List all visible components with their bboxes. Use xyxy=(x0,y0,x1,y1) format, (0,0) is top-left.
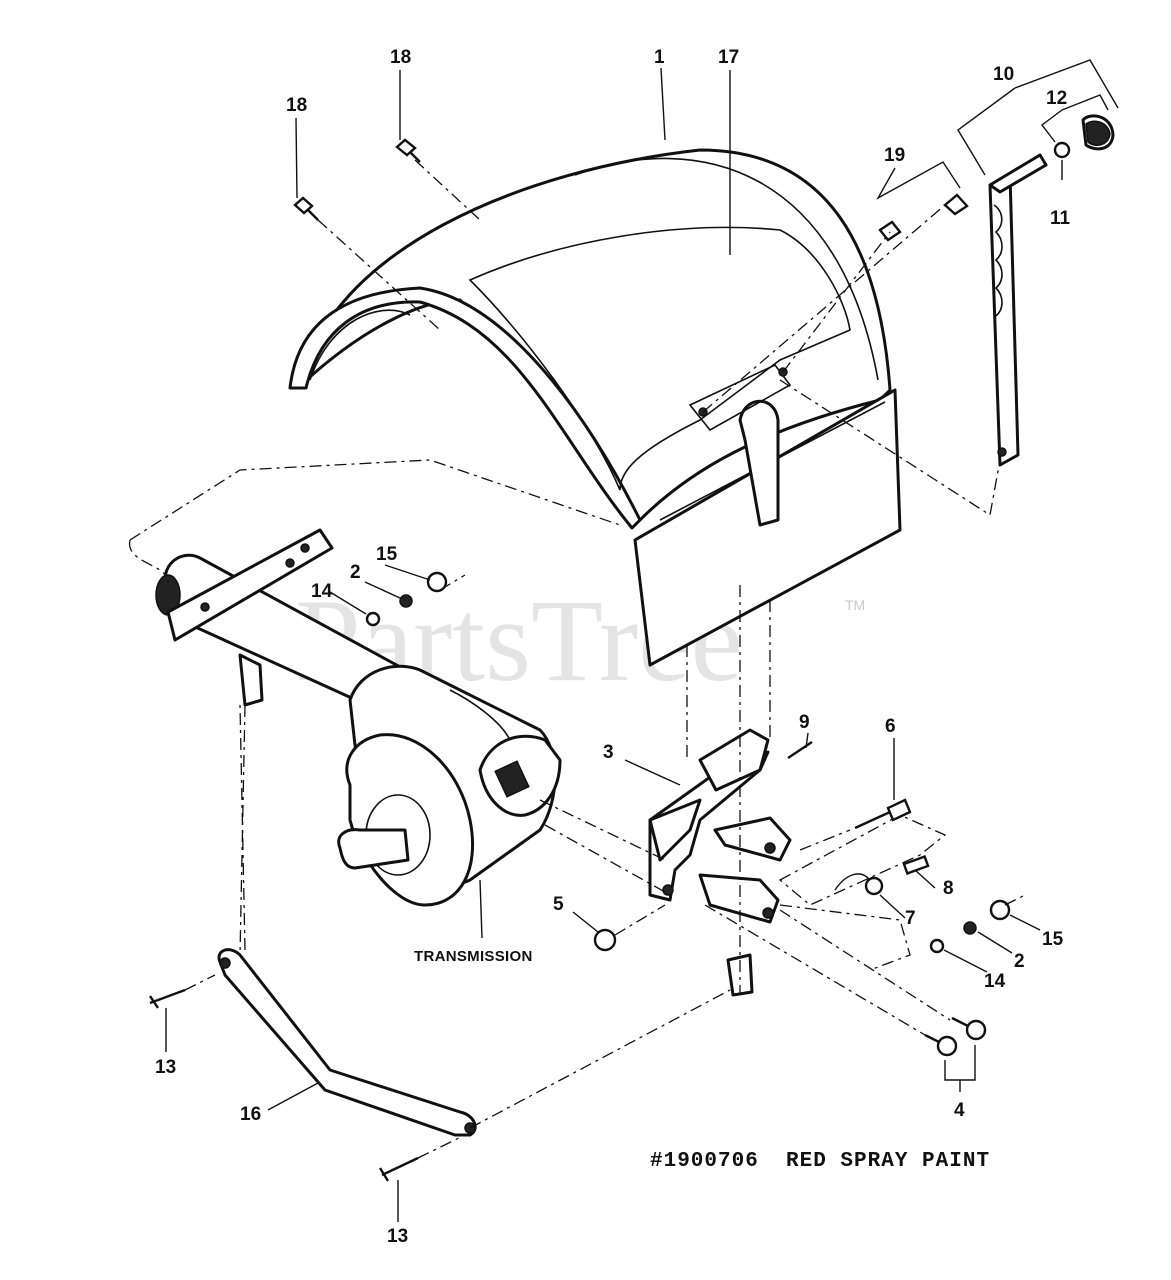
callout-6: 6 xyxy=(885,716,896,737)
callout-numbers: 1 17 18 18 19 10 12 11 15 2 14 3 9 6 5 7… xyxy=(155,47,1071,1247)
callout-19: 19 xyxy=(884,145,905,166)
callout-15-right: 15 xyxy=(1042,929,1064,950)
callout-16: 16 xyxy=(240,1104,261,1125)
callout-11: 11 xyxy=(1050,208,1071,229)
callout-18-left: 18 xyxy=(286,95,307,116)
hitch-bracket xyxy=(648,728,947,971)
watermark-trademark: TM xyxy=(845,597,865,613)
callout-3: 3 xyxy=(603,742,614,763)
callout-14-top: 14 xyxy=(311,581,333,602)
callout-7: 7 xyxy=(905,908,916,929)
callout-13-left: 13 xyxy=(155,1057,176,1078)
callout-15-top: 15 xyxy=(376,544,398,565)
callout-18-top: 18 xyxy=(390,47,411,68)
callout-1: 1 xyxy=(654,47,665,68)
callout-4: 4 xyxy=(954,1100,965,1121)
leader-lines xyxy=(165,59,1119,1222)
callout-2-top: 2 xyxy=(350,562,361,583)
callout-5: 5 xyxy=(553,894,564,915)
callout-9: 9 xyxy=(799,712,810,733)
hardware xyxy=(149,138,1011,1182)
callout-13-bottom: 13 xyxy=(387,1226,408,1247)
tine-shield xyxy=(288,148,902,667)
callout-14-right: 14 xyxy=(984,971,1006,992)
paint-note: #1900706 RED SPRAY PAINT xyxy=(650,1150,990,1173)
callout-8: 8 xyxy=(943,878,954,899)
lower-brace xyxy=(217,948,477,1137)
depth-bar xyxy=(988,114,1115,467)
callout-12: 12 xyxy=(1046,88,1067,109)
assembly-lines xyxy=(184,159,1026,1159)
callout-10: 10 xyxy=(993,64,1014,85)
transmission xyxy=(337,664,562,907)
callout-17: 17 xyxy=(718,47,739,68)
callout-2-right: 2 xyxy=(1014,951,1025,972)
transmission-label: TRANSMISSION xyxy=(414,948,533,965)
